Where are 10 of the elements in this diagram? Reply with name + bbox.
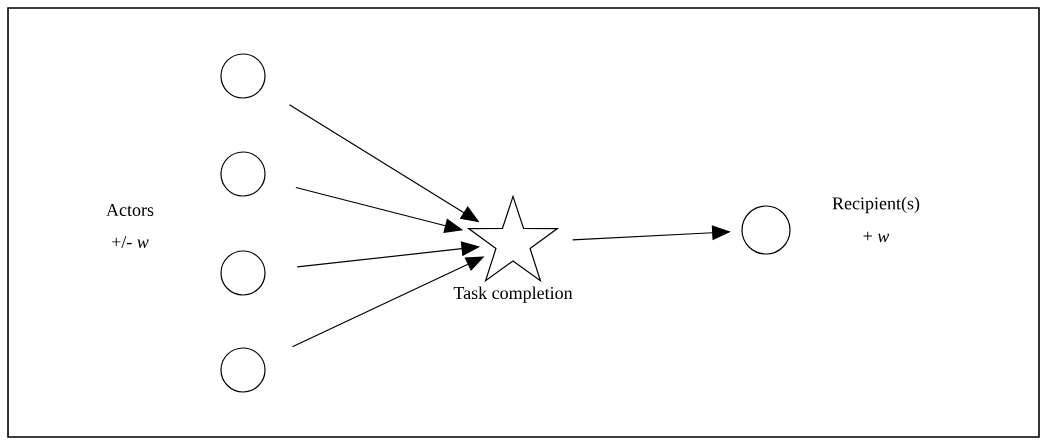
- circle-node: [220, 53, 266, 99]
- node-caption: Task completion: [453, 286, 573, 303]
- label: Actors: [106, 203, 154, 216]
- label: Recipient(s): [832, 196, 920, 214]
- circle-node: [220, 347, 266, 393]
- circle-node: [220, 250, 266, 296]
- circle-node: [220, 151, 266, 197]
- label: + w: [863, 231, 890, 243]
- label: +/- w: [112, 235, 149, 248]
- circle-node: [741, 205, 791, 255]
